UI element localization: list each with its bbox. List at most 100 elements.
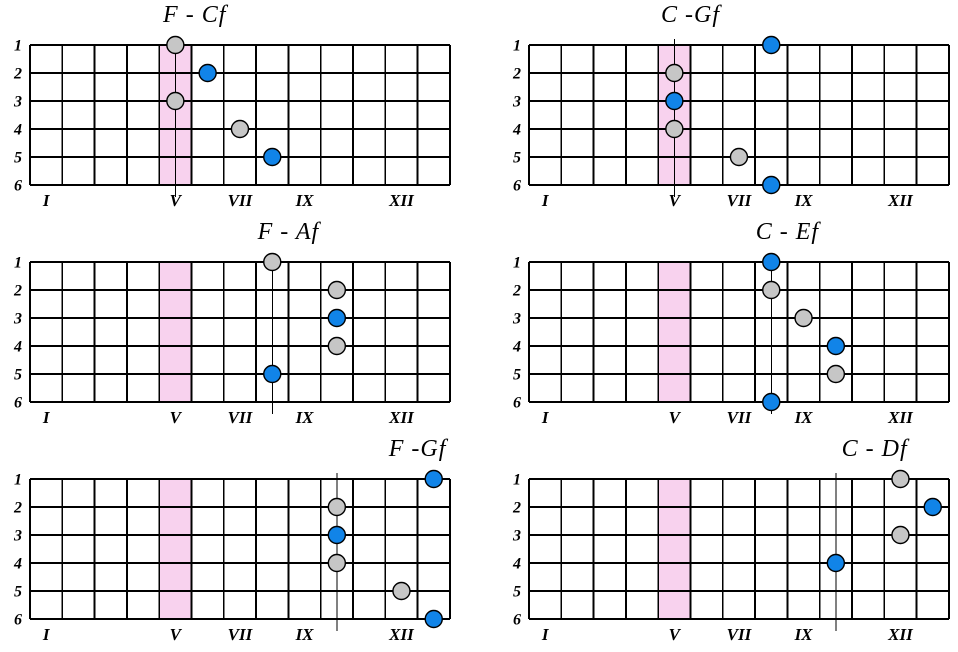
string-number-label: 3 [512, 94, 521, 111]
fret-roman-numeral: IX [295, 191, 315, 210]
fret-roman-numeral: VII [228, 408, 254, 427]
string-number-label: 3 [13, 528, 22, 545]
blue-note-dot [762, 35, 781, 55]
fret-roman-numeral: VII [727, 191, 753, 210]
string-number-label: 6 [513, 395, 521, 412]
gray-note-dot [891, 469, 910, 489]
fret-five-highlight [658, 262, 691, 402]
fret-roman-numeral: XII [388, 625, 415, 644]
string-number-label: 4 [13, 122, 22, 139]
string-number-label: 2 [13, 66, 22, 83]
gray-note-dot [166, 35, 185, 55]
blue-note-dot [198, 63, 217, 83]
string-number-label: 6 [14, 395, 22, 412]
fret-roman-numeral: I [541, 625, 550, 644]
string-number-label: 4 [512, 122, 521, 139]
string-number-label: 3 [13, 311, 22, 328]
string-number-label: 3 [512, 311, 521, 328]
gray-note-dot [230, 119, 250, 139]
string-number-label: 3 [512, 528, 521, 545]
blue-note-dot [762, 252, 781, 272]
string-number-label: 1 [14, 38, 22, 55]
fret-five-highlight [658, 479, 691, 619]
string-number-label: 2 [13, 500, 22, 517]
string-number-label: 1 [14, 472, 22, 489]
string-number-label: 4 [512, 339, 521, 356]
string-number-label: 1 [513, 472, 521, 489]
fret-roman-numeral: XII [388, 408, 415, 427]
fret-roman-numeral: XII [887, 191, 914, 210]
gray-note-dot [327, 280, 347, 300]
gray-note-dot [327, 497, 347, 517]
diagram-title: F - Cf [163, 2, 227, 28]
gray-note-dot [166, 91, 185, 111]
fretboard-grid [29, 261, 451, 403]
string-number-label: 1 [14, 255, 22, 272]
string-number-label: 4 [13, 556, 22, 573]
gray-note-dot [327, 336, 347, 356]
gray-note-dot [665, 63, 684, 83]
fret-roman-numeral: V [170, 408, 183, 427]
fret-five-highlight [159, 262, 192, 402]
string-number-label: 5 [513, 150, 521, 167]
diagram-title: C - Df [841, 436, 908, 462]
fret-roman-numeral: IX [794, 408, 814, 427]
string-number-label: 6 [513, 178, 521, 195]
gray-note-dot [762, 280, 781, 300]
string-number-label: 2 [512, 500, 521, 517]
fret-roman-numeral: I [541, 191, 550, 210]
string-number-label: 6 [14, 612, 22, 629]
string-number-label: 4 [13, 339, 22, 356]
fret-roman-numeral: I [42, 408, 51, 427]
string-number-label: 2 [512, 66, 521, 83]
fret-roman-numeral: V [170, 191, 183, 210]
fret-five-highlight [159, 479, 192, 619]
blue-note-dot [263, 147, 282, 167]
gray-note-dot [891, 525, 910, 545]
gray-note-dot [665, 119, 684, 139]
fret-roman-numeral: VII [228, 191, 254, 210]
string-number-label: 4 [512, 556, 521, 573]
string-number-label: 2 [512, 283, 521, 300]
fret-roman-numeral: V [669, 191, 682, 210]
diagram-title: C -Gf [661, 2, 720, 28]
string-number-label: 6 [14, 178, 22, 195]
string-number-label: 1 [513, 255, 521, 272]
fret-roman-numeral: VII [727, 625, 753, 644]
blue-note-dot [424, 469, 443, 489]
string-number-label: 5 [513, 584, 521, 601]
fret-roman-numeral: XII [388, 191, 415, 210]
gray-note-dot [392, 581, 411, 601]
string-number-label: 5 [14, 367, 22, 384]
blue-note-dot [327, 308, 347, 328]
string-number-label: 5 [14, 584, 22, 601]
fret-roman-numeral: XII [887, 408, 914, 427]
fret-roman-numeral: V [669, 625, 682, 644]
fret-roman-numeral: XII [887, 625, 914, 644]
string-number-label: 5 [513, 367, 521, 384]
blue-note-dot [327, 525, 347, 545]
fretboard-grid [29, 478, 451, 620]
diagram-title: F -Gf [388, 436, 447, 462]
fret-roman-numeral: I [42, 191, 51, 210]
blue-note-dot [263, 364, 282, 384]
blue-note-dot [762, 175, 781, 195]
fret-roman-numeral: VII [228, 625, 254, 644]
gray-note-dot [826, 364, 846, 384]
fret-roman-numeral: I [541, 408, 550, 427]
blue-note-dot [424, 609, 443, 629]
fret-roman-numeral: IX [295, 625, 315, 644]
fret-roman-numeral: IX [295, 408, 315, 427]
fretboard-grid [528, 261, 950, 403]
string-number-label: 6 [513, 612, 521, 629]
